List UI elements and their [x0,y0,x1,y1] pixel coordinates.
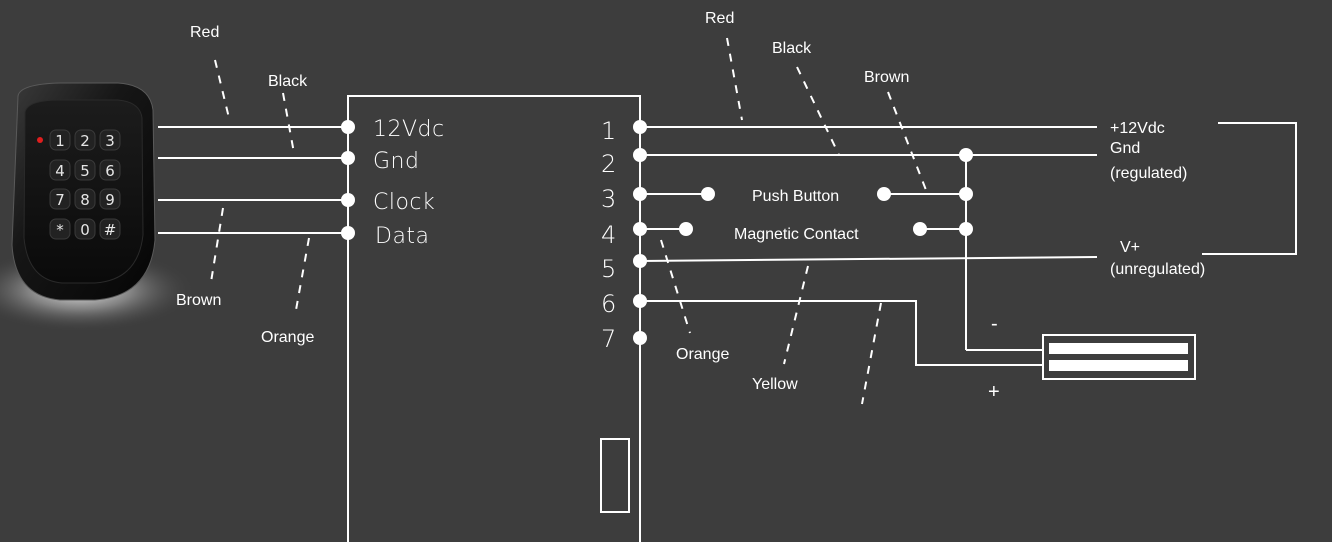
keypad-key-label: 1 [55,132,65,150]
terminal-clock-dot [341,193,355,207]
leader-yellow-right-2 [861,302,882,405]
label-magnetic-contact: Magnetic Contact [734,226,859,243]
terminal-number: 7 [601,325,616,353]
keypad-key [74,159,96,181]
label-12vdc-supply: +12Vdc [1110,120,1165,137]
label-brown-left: Brown [176,292,221,309]
terminal-number: 4 [601,221,616,249]
mag-lock [1042,334,1196,380]
power-supply-bracket [1202,122,1297,255]
controller-terminal-numbers: 1 2 3 4 5 6 7 [601,117,616,353]
keypad-key [74,218,96,240]
leader-brown [210,207,224,283]
keypad-key-label: 5 [80,162,90,180]
label-gnd-supply: Gnd [1110,140,1140,157]
label-yellow-right: Yellow [752,376,798,393]
keypad-key-label: 2 [80,132,90,150]
label-vplus-unregulated: (unregulated) [1110,261,1205,278]
keypad-key-label: 4 [55,162,65,180]
keypad-key [49,129,71,151]
ground-junction [959,148,973,162]
leader-red [214,59,230,119]
magnetic-contact-left [679,222,693,236]
mag-lock-bar [1049,360,1188,371]
leader-orange-right [660,239,691,334]
label-gnd-regulated: (regulated) [1110,165,1187,182]
controller-box [347,95,641,542]
terminal-7-dot [633,331,647,345]
terminal-number: 5 [601,255,616,283]
keypad-key-label: 7 [55,191,65,209]
label-black-left: Black [268,73,308,90]
label-vplus-supply: V+ [1120,239,1140,256]
label-lock-plus: + [988,381,1000,403]
keypad-key [99,159,121,181]
controller-slot [600,438,630,513]
terminal-label-data: Data [375,224,430,249]
terminal-label-12vdc: 12Vdc [373,117,445,142]
keypad-key [49,159,71,181]
label-red-left: Red [190,24,219,41]
terminal-number: 3 [601,185,616,213]
push-button-contact-left [701,187,715,201]
terminal-number: 2 [601,150,616,178]
keypad-key-label: * [56,221,64,239]
keypad-key-label: 3 [105,132,115,150]
keypad-key-label: 9 [105,191,115,209]
label-orange-right: Orange [676,346,729,363]
keypad-key [49,188,71,210]
keypad-key [99,188,121,210]
wire-lock-plus [640,300,1043,366]
terminal-number: 1 [601,117,616,145]
terminal-label-clock: Clock [373,190,435,215]
leader-orange [295,237,310,311]
keypad-key [49,218,71,240]
keypad-key [74,129,96,151]
label-brown-right: Brown [864,69,909,86]
mag-lock-housing [1042,334,1196,380]
keypad-key-label: 8 [80,191,90,209]
label-orange-left: Orange [261,329,314,346]
leader-black [282,92,295,154]
keypad-key-label: 6 [105,162,115,180]
wire-vplus-supply [639,256,1098,262]
ground-junction [959,187,973,201]
label-lock-minus: - [991,313,998,335]
label-black-right: Black [772,40,812,57]
terminal-12vdc-dot [341,120,355,134]
reader-led [37,137,43,143]
leader-brown-right [887,91,927,191]
keypad-key [99,129,121,151]
terminal-data-dot [341,226,355,240]
leader-yellow-right [783,265,809,365]
right-wire-leaders [660,37,927,405]
label-red-right: Red [705,10,734,27]
ground-junction [959,222,973,236]
terminal-number: 6 [601,290,616,318]
leader-black-right [796,66,840,156]
leader-red-right [726,37,743,121]
right-wiring [639,122,1297,366]
reader-wire-leaders [210,59,310,311]
keypad-key-label: 0 [80,221,90,239]
keypad-key [99,218,121,240]
label-push-button: Push Button [752,188,839,205]
reader-wires [158,120,355,240]
terminal-label-gnd: Gnd [373,149,419,174]
keypad-key-label: # [104,221,117,239]
mag-lock-bar [1049,343,1188,354]
terminal-gnd-dot [341,151,355,165]
keypad-key [74,188,96,210]
